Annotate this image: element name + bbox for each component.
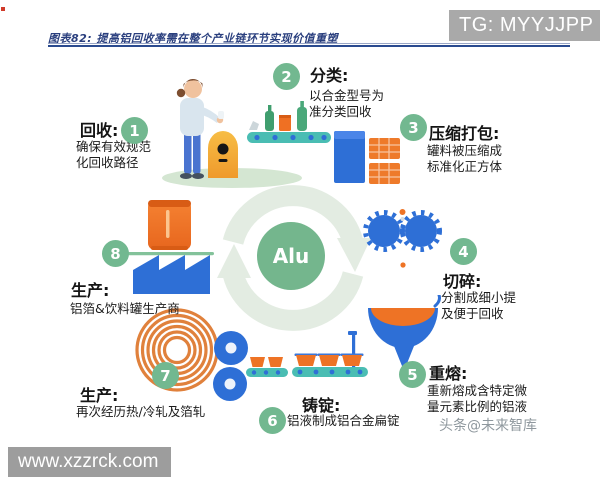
can-factory-icon <box>118 200 214 294</box>
rolling-mill-icon <box>213 331 288 401</box>
conveyor-bottles-icon <box>247 101 331 143</box>
step-5-badge: 5 <box>399 361 426 388</box>
step-3-desc: 罐料被压缩成 标准化正方体 <box>427 143 503 174</box>
step-4-badge: 4 <box>450 238 477 265</box>
step-1-title: 回收: <box>80 121 119 140</box>
person-with-bin-icon <box>162 78 302 188</box>
recycle-arrows-icon: Alu <box>217 185 371 331</box>
source-watermark: 头条@未来智库 <box>439 418 537 434</box>
step-7-desc: 再次经历热/冷轧及箔轧 <box>76 404 206 419</box>
red-speck <box>1 7 5 11</box>
step-3-badge: 3 <box>400 114 427 141</box>
step-8-title: 生产: <box>71 281 110 300</box>
tg-watermark-badge: TG: MYYJJPP <box>449 10 600 41</box>
site-watermark-badge: www.xzzrck.com <box>8 447 171 477</box>
step-2-desc: 以合金型号为 准分类回收 <box>309 88 385 119</box>
step-1-badge: 1 <box>121 117 148 144</box>
header-rule <box>48 43 570 47</box>
step-2-badge: 2 <box>273 63 300 90</box>
figure-title: 图表82: 提高铝回收率需在整个产业链环节实现价值重塑 <box>48 32 339 45</box>
step-7-title: 生产: <box>80 386 119 405</box>
shredder-gears-icon <box>363 209 442 268</box>
ingot-conveyor-icon <box>292 331 368 377</box>
step-4-desc: 分割成细小提 及便于回收 <box>441 290 517 321</box>
step-3-title: 压缩打包: <box>429 124 500 143</box>
step-6-desc: 铝液制成铝合金扁锭 <box>287 413 400 428</box>
step-5-title: 重熔: <box>429 364 468 383</box>
step-8-desc: 铝箔&饮料罐生产商 <box>70 301 180 316</box>
step-7-badge: 7 <box>152 362 179 389</box>
step-4-title: 切碎: <box>443 272 482 291</box>
step-6-title: 铸锭: <box>302 396 341 415</box>
step-2-title: 分类: <box>310 66 349 85</box>
bale-cube-icon <box>334 131 400 184</box>
step-5-desc: 重新熔成含特定微 量元素比例的铝液 <box>427 383 528 414</box>
step-8-badge: 8 <box>102 240 129 267</box>
step-1-desc: 确保有效规范 化回收路径 <box>76 139 152 170</box>
crucible-icon <box>368 295 441 371</box>
alu-label: Alu <box>273 244 310 268</box>
alu-circle <box>257 222 325 290</box>
step-6-badge: 6 <box>259 407 286 434</box>
factory-icon <box>133 255 210 294</box>
